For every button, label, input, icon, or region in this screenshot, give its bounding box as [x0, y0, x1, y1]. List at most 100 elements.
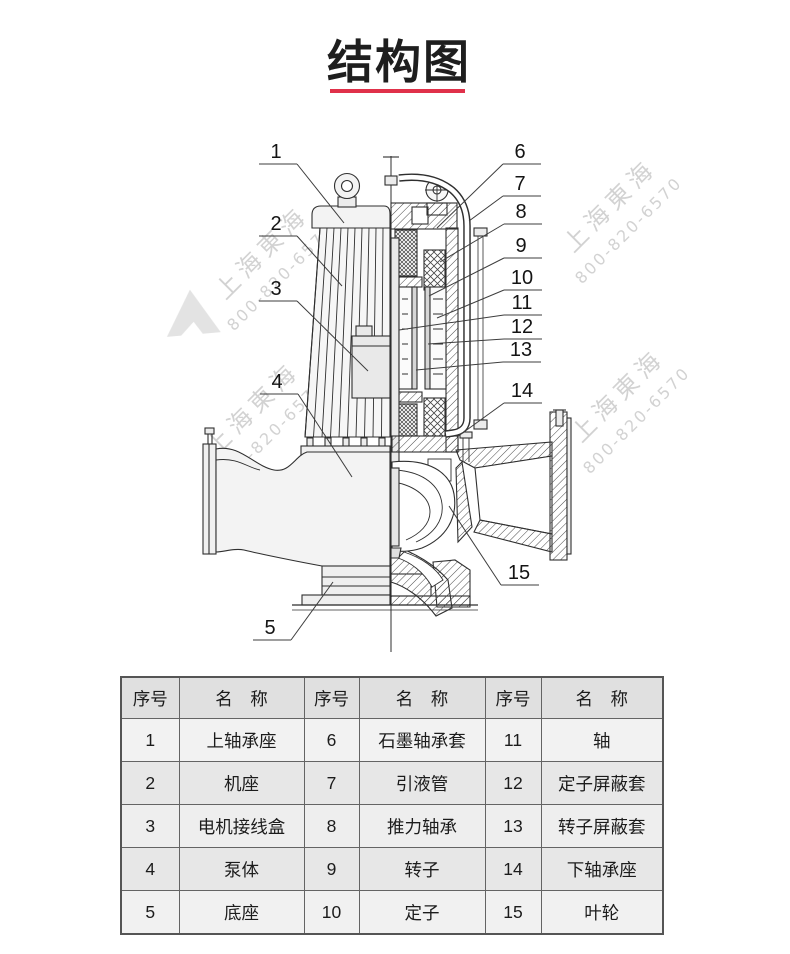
callout-number: 11 [512, 292, 533, 314]
callout-6: 6 [436, 141, 541, 229]
rotor-shield-sleeve [411, 286, 418, 390]
impeller [390, 460, 456, 559]
callout-number: 9 [515, 235, 526, 257]
part-name: 电机接线盒 [178, 804, 305, 848]
title-underline [330, 89, 465, 93]
part-no: 11 [484, 718, 542, 762]
part-no: 2 [120, 761, 180, 805]
parts-table: 序号 名 称 序号 名 称 序号 名 称 1 上轴承座 6 石墨轴承套 11 轴… [120, 676, 664, 935]
callout-8: 8 [439, 201, 542, 263]
callout-11: 11 [398, 292, 542, 331]
upper-bearing-housing [311, 205, 391, 229]
top-bolt [383, 156, 399, 186]
part-no: 7 [303, 761, 360, 805]
part-name: 转子屏蔽套 [540, 804, 664, 848]
part-name: 机座 [178, 761, 305, 805]
stator-shield-sleeve [424, 286, 431, 390]
suction-flange [202, 427, 217, 555]
col-header-no: 序号 [120, 676, 180, 719]
callout-1: 1 [259, 141, 345, 224]
callout-number: 1 [270, 141, 281, 163]
callout-10: 10 [436, 267, 542, 319]
part-name: 引液管 [358, 761, 486, 805]
part-name: 石墨轴承套 [358, 718, 486, 762]
liquid-guide-pipe [398, 173, 471, 438]
col-header-name: 名 称 [358, 676, 486, 719]
part-name: 上轴承座 [178, 718, 305, 762]
callout-5: 5 [253, 581, 334, 641]
callout-2: 2 [259, 213, 343, 287]
table-header-row: 序号 名 称 序号 名 称 序号 名 称 [120, 676, 664, 719]
table-row: 3 电机接线盒 8 推力轴承 13 转子屏蔽套 [120, 804, 664, 848]
callout-number: 7 [514, 173, 525, 195]
col-header-no: 序号 [484, 676, 542, 719]
part-no: 4 [120, 847, 180, 891]
junction-box [351, 325, 391, 399]
page-title: 结构图 [327, 36, 471, 88]
part-name: 下轴承座 [540, 847, 664, 891]
callout-15: 15 [448, 505, 539, 586]
table-row: 1 上轴承座 6 石墨轴承套 11 轴 [120, 718, 664, 762]
volute-section [390, 458, 473, 617]
callout-number: 8 [515, 201, 526, 223]
outlet-flange [549, 411, 568, 561]
callout-number: 13 [510, 339, 532, 361]
part-name: 转子 [358, 847, 486, 891]
pump-cross-section-drawing [202, 156, 572, 652]
col-header-no: 序号 [303, 676, 360, 719]
callout-9: 9 [428, 235, 542, 297]
part-no: 10 [303, 890, 360, 935]
callout-number: 5 [264, 617, 275, 639]
rotor-stator-cores [398, 286, 447, 390]
table-row: 2 机座 7 引液管 12 定子屏蔽套 [120, 761, 664, 805]
callout-number: 14 [511, 380, 533, 402]
callout-number: 4 [271, 371, 282, 393]
graphite-bearing [423, 249, 446, 437]
lifting-eye-icon [333, 172, 361, 208]
part-no: 12 [484, 761, 542, 805]
table-row: 5 底座 10 定子 15 叶轮 [120, 890, 664, 935]
callout-14: 14 [456, 380, 542, 438]
callout-number: 3 [270, 278, 281, 300]
part-name: 叶轮 [540, 890, 664, 935]
part-no: 3 [120, 804, 180, 848]
lower-bearing-seat [391, 435, 459, 453]
col-header-name: 名 称 [540, 676, 664, 719]
table-row: 4 泵体 9 转子 14 下轴承座 [120, 847, 664, 891]
part-name: 泵体 [178, 847, 305, 891]
callout-3: 3 [259, 278, 369, 372]
callout-12: 12 [427, 316, 542, 345]
part-name: 定子屏蔽套 [540, 761, 664, 805]
flange-bolt [553, 409, 566, 427]
part-no: 6 [303, 718, 360, 762]
tie-bolt [473, 227, 488, 430]
part-no: 5 [120, 890, 180, 935]
part-name: 轴 [540, 718, 664, 762]
part-name: 定子 [358, 890, 486, 935]
stator-shell [445, 227, 459, 453]
callout-number: 15 [508, 562, 530, 584]
volute-body [215, 447, 391, 567]
callout-4: 4 [260, 371, 353, 478]
callout-number: 10 [511, 267, 533, 289]
callout-number: 2 [270, 213, 281, 235]
callout-number: 6 [514, 141, 525, 163]
callout-7: 7 [468, 173, 541, 222]
part-no: 8 [303, 804, 360, 848]
part-no: 15 [484, 890, 542, 935]
part-no: 1 [120, 718, 180, 762]
callout-number: 12 [511, 316, 533, 338]
outlet-section [455, 409, 572, 561]
part-no: 13 [484, 804, 542, 848]
eye-bolt-section [425, 178, 449, 216]
part-name: 底座 [178, 890, 305, 935]
part-name: 推力轴承 [358, 804, 486, 848]
col-header-name: 名 称 [178, 676, 305, 719]
part-no: 14 [484, 847, 542, 891]
part-no: 9 [303, 847, 360, 891]
